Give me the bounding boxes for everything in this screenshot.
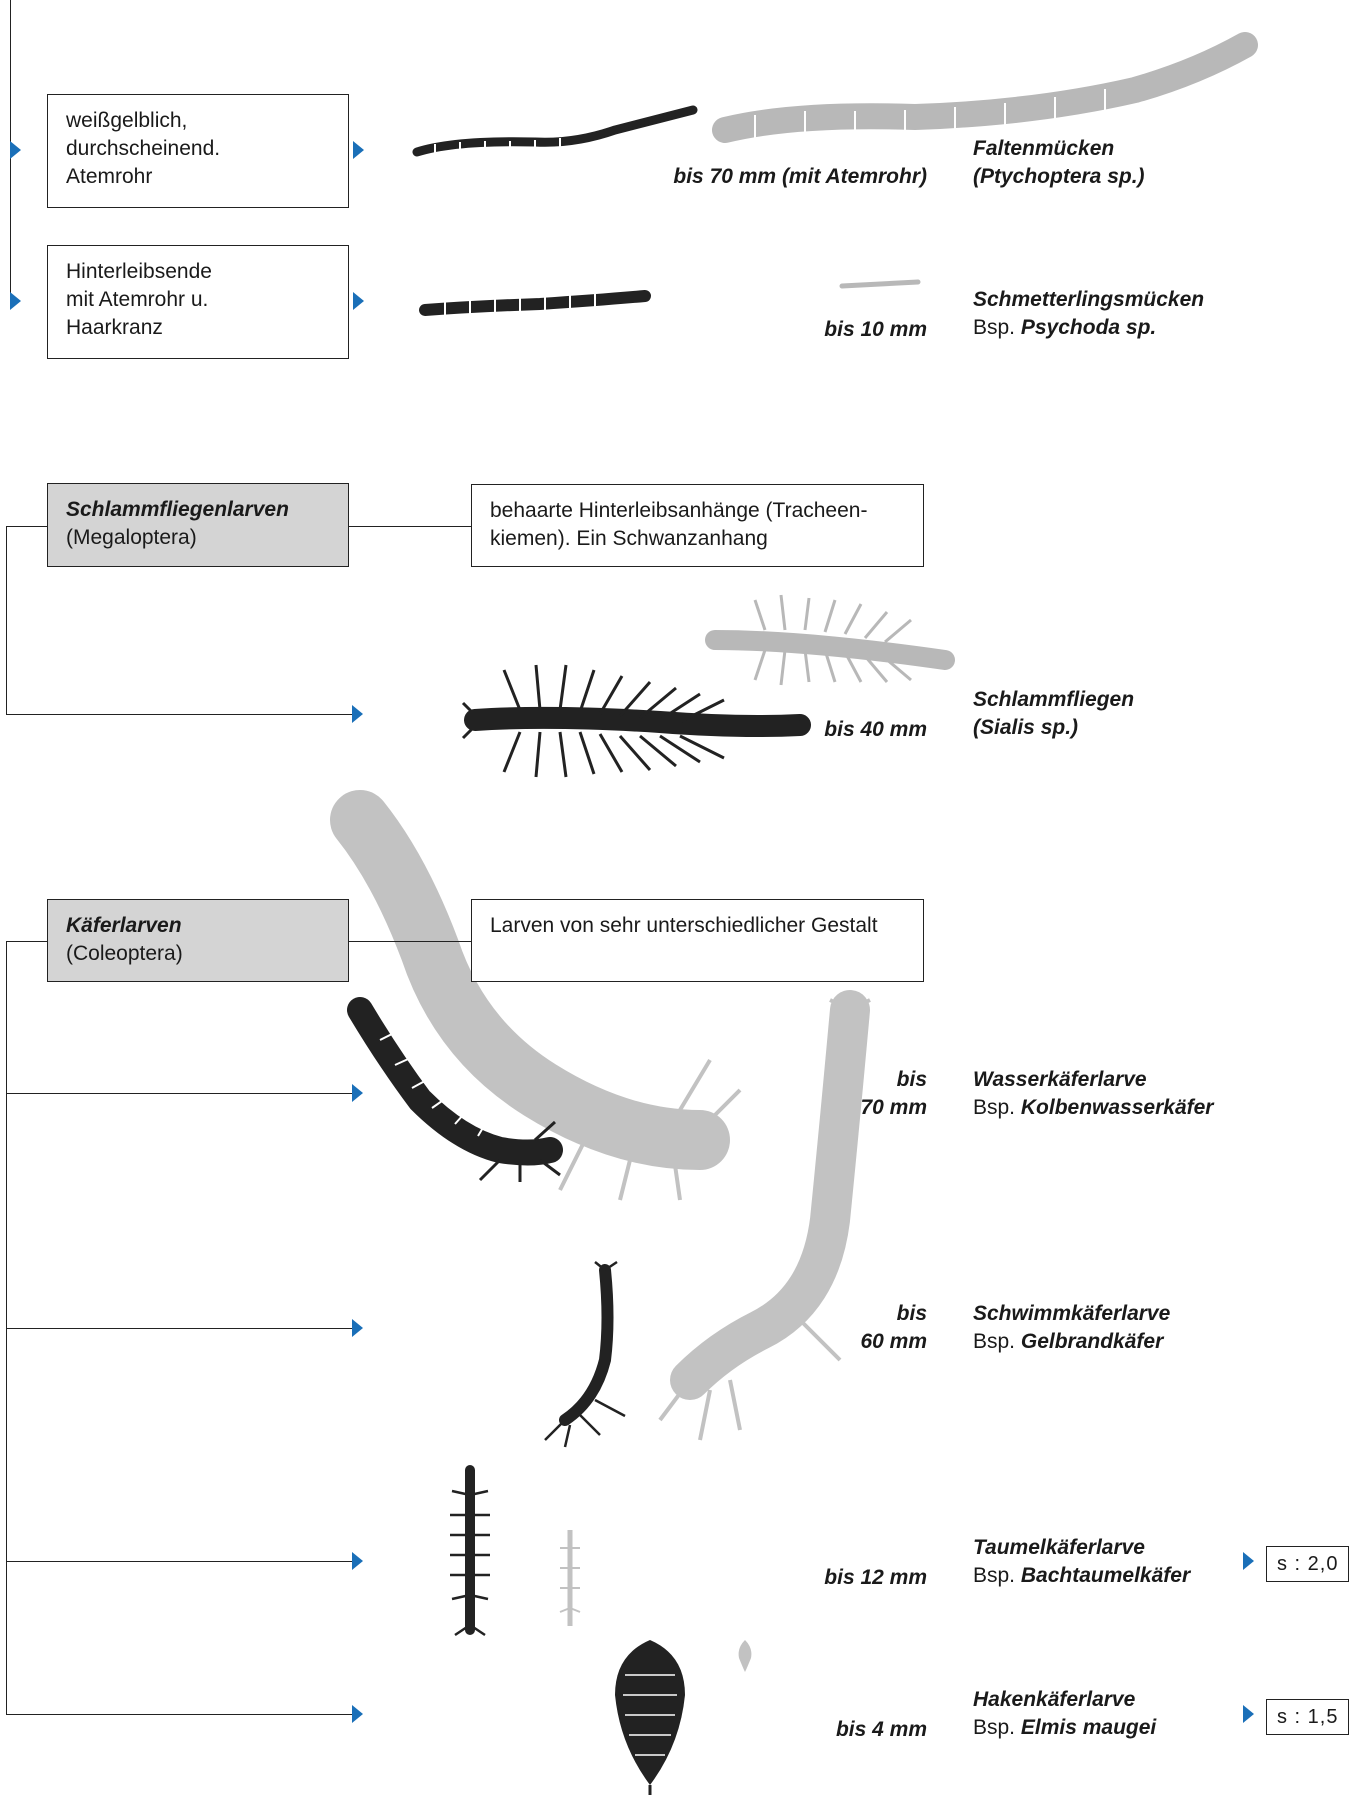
example-species: Gelbrandkäfer (1021, 1330, 1163, 1353)
species-name-line2: (Sialis sp.) (973, 714, 1134, 742)
group-title: Käferlarven (66, 912, 330, 940)
size-line: 60 mm (760, 1328, 927, 1356)
score-box: s : 1,5 (1266, 1699, 1349, 1735)
connector-line (349, 526, 471, 527)
desc-box-coleoptera: Larven von sehr unterschiedlicher Gestal… (471, 899, 924, 982)
psychoda-larva-faded-drawing (840, 278, 920, 290)
species-name-line2: (Ptychoptera sp.) (973, 163, 1145, 191)
connector-line (6, 1561, 352, 1562)
size-label: bis 4 mm (760, 1716, 927, 1744)
species-name: Wasserkäferlarve Bsp. Kolbenwasserkäfer (973, 1066, 1213, 1122)
size-line: 70 mm (760, 1094, 927, 1122)
arrow-icon (1243, 1552, 1254, 1570)
score-box: s : 2,0 (1266, 1546, 1349, 1582)
group-box-coleoptera: Käferlarven (Coleoptera) (47, 899, 349, 982)
example-prefix: Bsp. (973, 1096, 1015, 1119)
arrow-icon (353, 292, 364, 310)
species-name-line1: Faltenmücken (973, 135, 1145, 163)
group-title: Schlammfliegenlarven (66, 496, 330, 524)
species-name: Hakenkäferlarve Bsp. Elmis maugei (973, 1686, 1156, 1742)
arrow-icon (1243, 1705, 1254, 1723)
connector-line (6, 1328, 352, 1329)
connector-line (6, 714, 352, 715)
connector-line (6, 1714, 352, 1715)
taumelkaefer-larva-drawing (445, 1465, 495, 1635)
species-name-line2: Bsp. Gelbrandkäfer (973, 1328, 1170, 1356)
size-label: bis 60 mm (760, 1300, 927, 1356)
size-line: bis (760, 1300, 927, 1328)
example-species: Psychoda sp. (1021, 316, 1156, 339)
desc-line: behaarte Hinterleibsanhänge (Tracheen- (490, 497, 905, 525)
species-name: Schmetterlingsmücken Bsp. Psychoda sp. (973, 286, 1204, 342)
faltenmuecken-larva-drawing (415, 100, 705, 170)
psychoda-larva-drawing (420, 290, 650, 320)
size-label: bis 10 mm (700, 316, 927, 344)
group-subtitle: (Megaloptera) (66, 524, 330, 552)
arrow-icon (353, 141, 364, 159)
arrow-icon (352, 1319, 363, 1337)
schwimmkaefer-larva-drawing (525, 1260, 645, 1450)
hakenkaefer-larva-faded-drawing (735, 1638, 755, 1674)
species-name-line1: Schlammfliegen (973, 686, 1134, 714)
species-name-line1: Hakenkäferlarve (973, 1686, 1156, 1714)
desc-line: Hinterleibsende (66, 258, 330, 286)
desc-line: mit Atemrohr u. (66, 286, 330, 314)
size-label: bis 12 mm (760, 1564, 927, 1592)
species-name-line1: Taumelkäferlarve (973, 1534, 1190, 1562)
connector-line (6, 941, 47, 942)
hakenkaefer-larva-drawing (605, 1635, 695, 1795)
sialis-larva-drawing (460, 660, 805, 780)
taumelkaefer-larva-faded-drawing (555, 1528, 585, 1628)
example-species: Elmis maugei (1021, 1716, 1156, 1739)
desc-line: weißgelblich, (66, 107, 330, 135)
species-name-line1: Wasserkäferlarve (973, 1066, 1213, 1094)
example-prefix: Bsp. (973, 1716, 1015, 1739)
desc-box-megaloptera: behaarte Hinterleibsanhänge (Tracheen- k… (471, 484, 924, 567)
species-name-line1: Schmetterlingsmücken (973, 286, 1204, 314)
desc-line: Haarkranz (66, 314, 330, 342)
example-prefix: Bsp. (973, 1330, 1015, 1353)
group-subtitle: (Coleoptera) (66, 940, 330, 968)
faltenmuecken-larva-faded-drawing (715, 35, 1245, 145)
species-name: Taumelkäferlarve Bsp. Bachtaumelkäfer (973, 1534, 1190, 1590)
species-name: Schlammfliegen (Sialis sp.) (973, 686, 1134, 742)
size-line: bis (760, 1066, 927, 1094)
example-species: Kolbenwasserkäfer (1021, 1096, 1214, 1119)
desc-line: kiemen). Ein Schwanzanhang (490, 525, 905, 553)
desc-line: Atemrohr (66, 163, 330, 191)
example-prefix: Bsp. (973, 316, 1015, 339)
species-name-line2: Bsp. Elmis maugei (973, 1714, 1156, 1742)
example-prefix: Bsp. (973, 1564, 1015, 1587)
size-label: bis 40 mm (760, 716, 927, 744)
desc-box-schmetterlingsmuecken: Hinterleibsende mit Atemrohr u. Haarkran… (47, 245, 349, 359)
species-name-line2: Bsp. Kolbenwasserkäfer (973, 1094, 1213, 1122)
tree-line-megaloptera (6, 526, 7, 714)
connector-line (6, 526, 47, 527)
example-species: Bachtaumelkäfer (1021, 1564, 1190, 1587)
group-box-megaloptera: Schlammfliegenlarven (Megaloptera) (47, 483, 349, 567)
species-name-line1: Schwimmkäferlarve (973, 1300, 1170, 1328)
species-name-line2: Bsp. Psychoda sp. (973, 314, 1204, 342)
arrow-icon (352, 1552, 363, 1570)
arrow-icon (10, 292, 21, 310)
connector-line (6, 1093, 352, 1094)
desc-line: Larven von sehr unterschiedlicher Gestal… (490, 912, 905, 940)
arrow-icon (352, 1705, 363, 1723)
size-label: bis 70 mm (760, 1066, 927, 1122)
connector-line (349, 941, 471, 942)
arrow-icon (10, 141, 21, 159)
desc-box-faltenmuecken: weißgelblich, durchscheinend. Atemrohr (47, 94, 349, 208)
arrow-icon (352, 705, 363, 723)
wasserkaefer-larva-drawing (350, 1000, 570, 1180)
species-name: Faltenmücken (Ptychoptera sp.) (973, 135, 1145, 191)
species-name: Schwimmkäferlarve Bsp. Gelbrandkäfer (973, 1300, 1170, 1356)
desc-line: durchscheinend. (66, 135, 330, 163)
size-label: bis 70 mm (mit Atemrohr) (600, 163, 927, 191)
species-name-line2: Bsp. Bachtaumelkäfer (973, 1562, 1190, 1590)
